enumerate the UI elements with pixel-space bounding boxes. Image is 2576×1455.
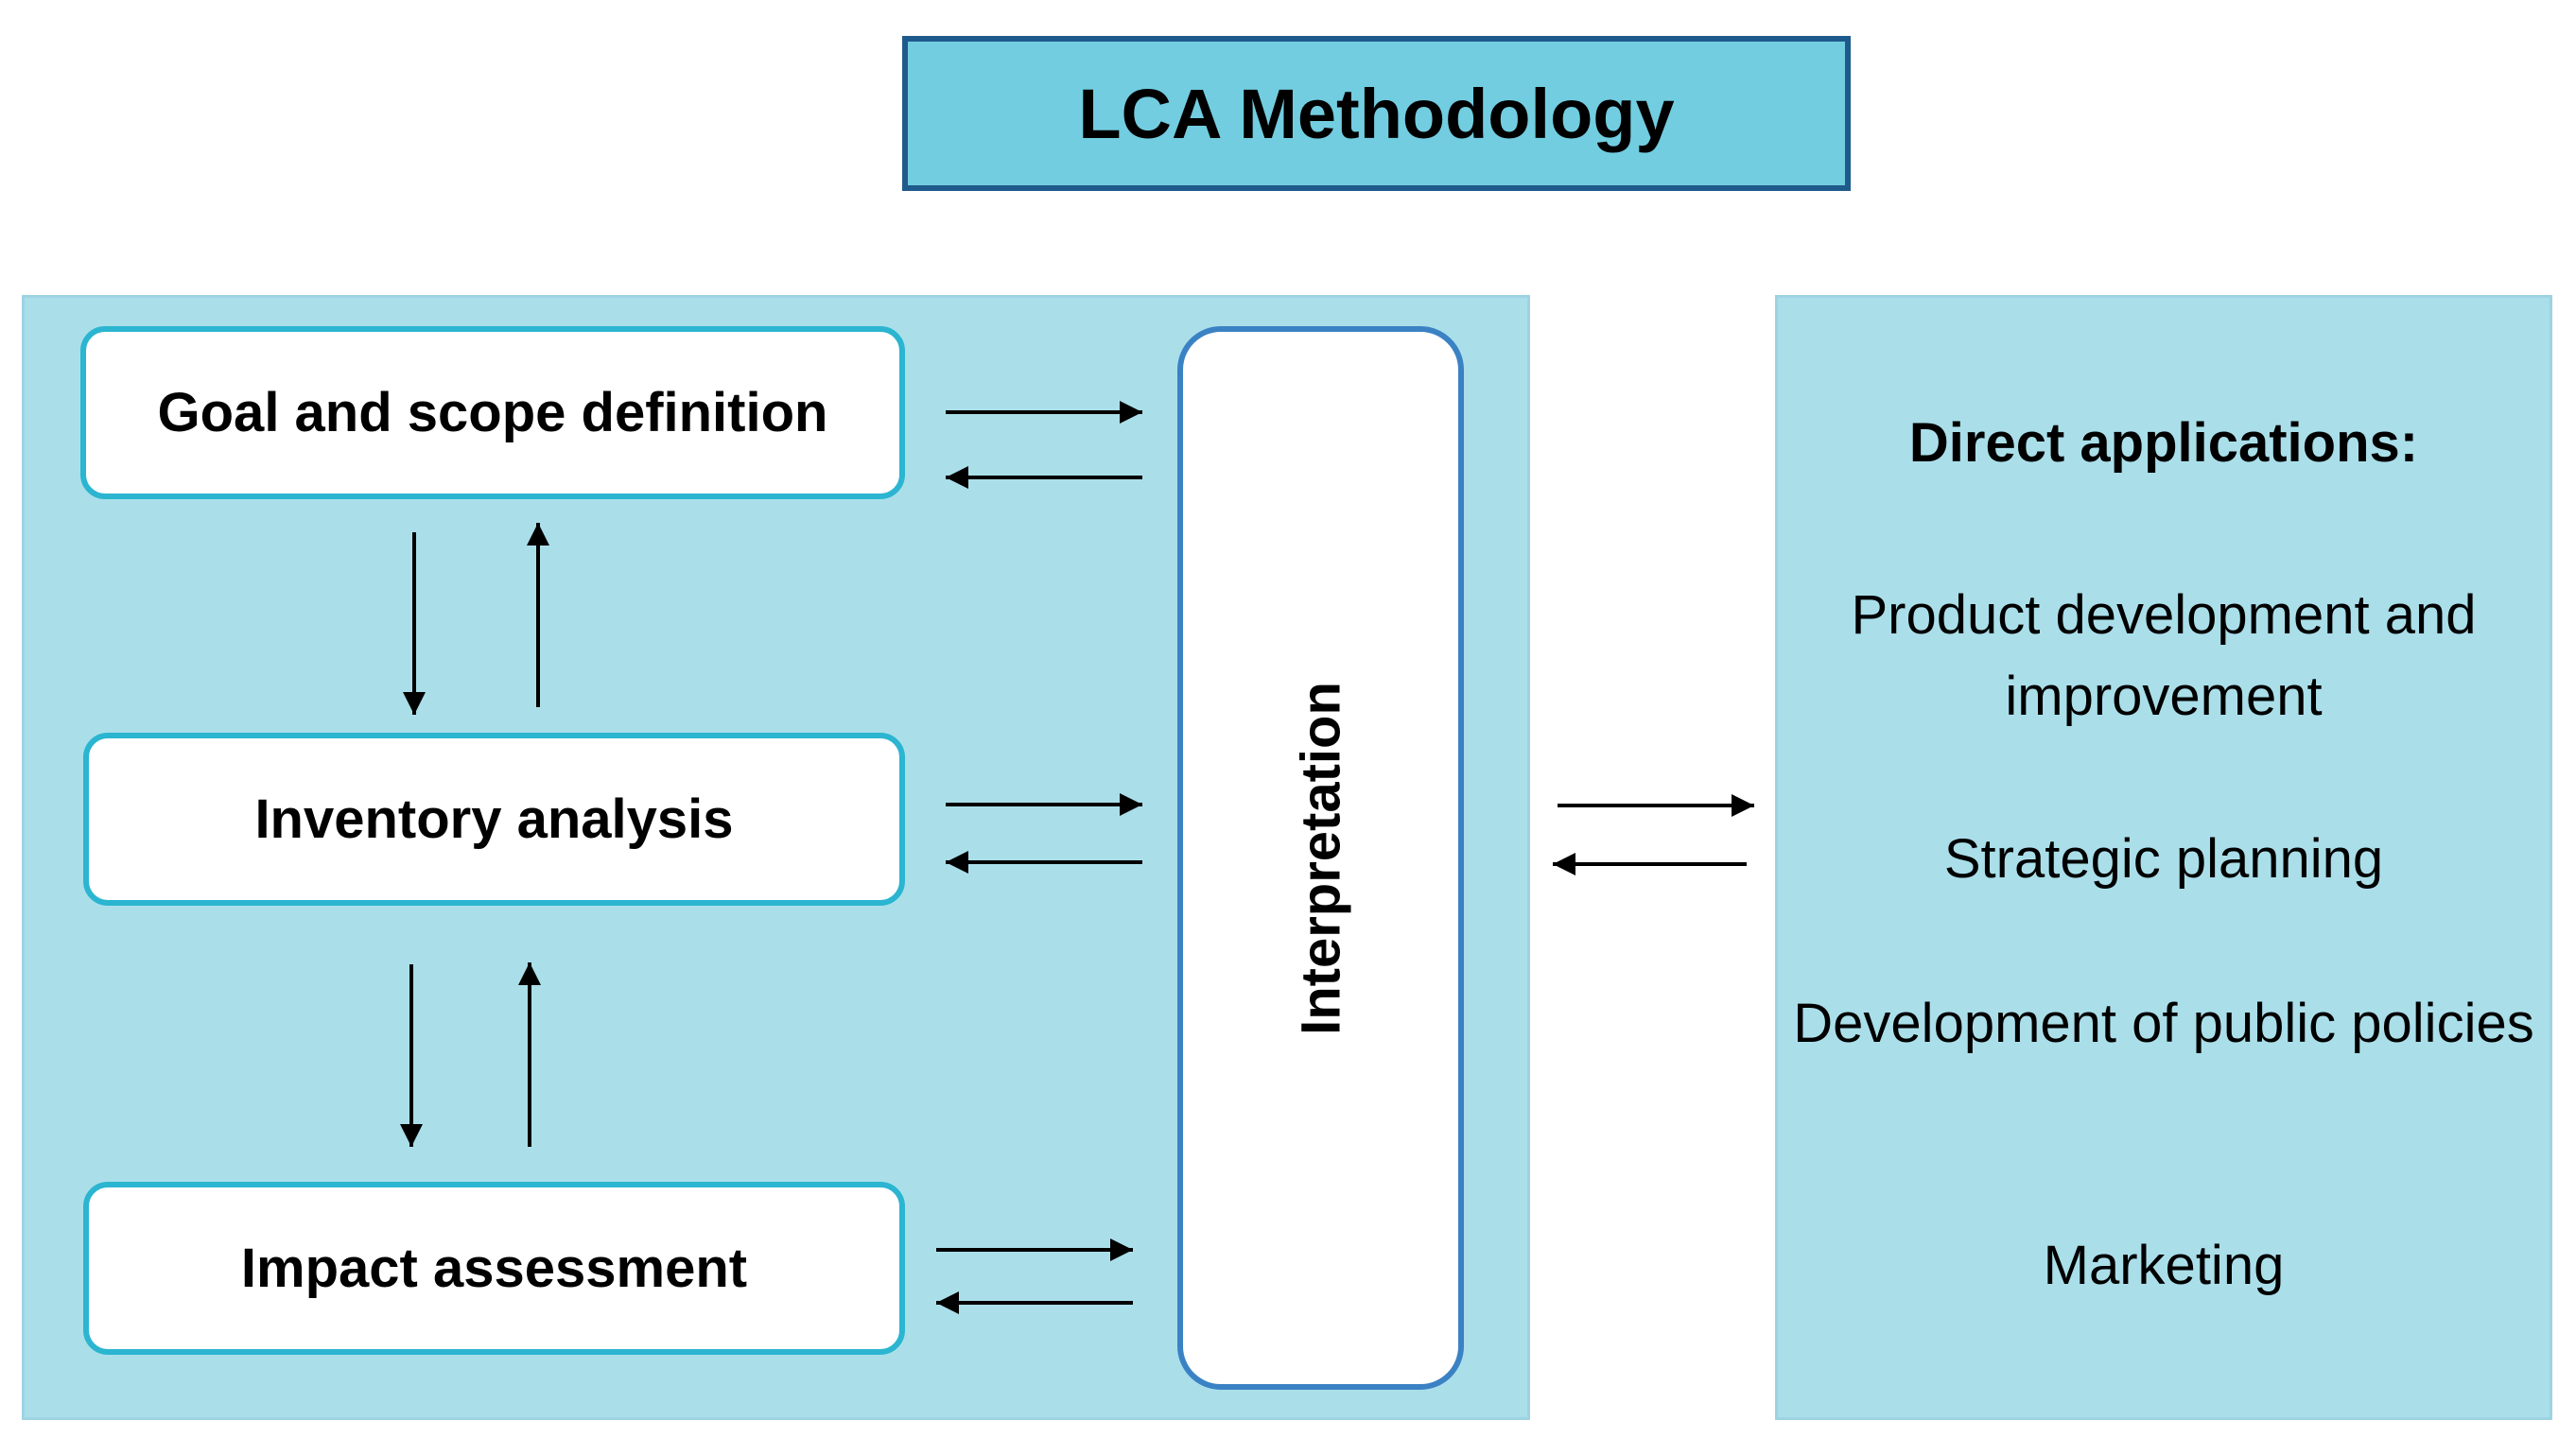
impact-assessment-box: Impact assessment [83, 1182, 905, 1355]
diagram-title: LCA Methodology [1078, 74, 1675, 153]
impact-assessment-label: Impact assessment [240, 1238, 748, 1299]
goal-scope-label: Goal and scope definition [157, 382, 828, 443]
goal-scope-box: Goal and scope definition [80, 326, 905, 499]
inventory-analysis-label: Inventory analysis [254, 788, 734, 850]
applications-panel [1775, 295, 2552, 1420]
inventory-analysis-box: Inventory analysis [83, 733, 905, 906]
application-item: Development of public policies [1793, 993, 2534, 1054]
application-item: Product development and improvement [1851, 584, 2477, 727]
interpretation-box: Interpretation [1177, 326, 1464, 1390]
title-box: LCA Methodology [902, 36, 1851, 191]
applications-title: Direct applications: [1908, 412, 2419, 474]
application-item: Strategic planning [1943, 828, 2384, 890]
application-item: Marketing [2043, 1235, 2285, 1296]
